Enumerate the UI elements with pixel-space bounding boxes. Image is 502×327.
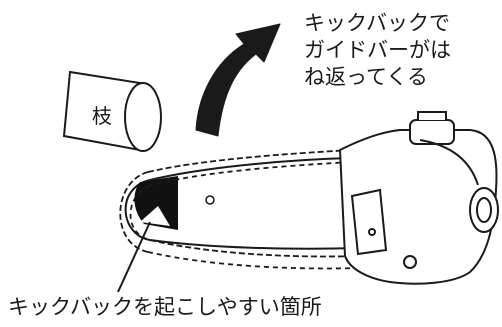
callout-line-2: ガイドバーがは bbox=[304, 38, 451, 62]
kickback-zone-caption: キックバックを起こしやすい箇所 bbox=[8, 295, 322, 319]
branch-cylinder bbox=[62, 70, 162, 152]
kickback-callout: キックバックで ガイドバーがは ね返ってくる bbox=[304, 10, 451, 91]
caption-leader-line bbox=[117, 221, 151, 293]
guide-bar bbox=[124, 156, 362, 250]
callout-line-3: ね返ってくる bbox=[304, 65, 428, 89]
engine-housing bbox=[338, 111, 499, 285]
kickback-arrow bbox=[195, 23, 281, 137]
callout-line-1: キックバックで bbox=[304, 11, 450, 35]
kickback-zone-marker bbox=[134, 176, 178, 230]
branch-label: 枝 bbox=[92, 104, 112, 128]
